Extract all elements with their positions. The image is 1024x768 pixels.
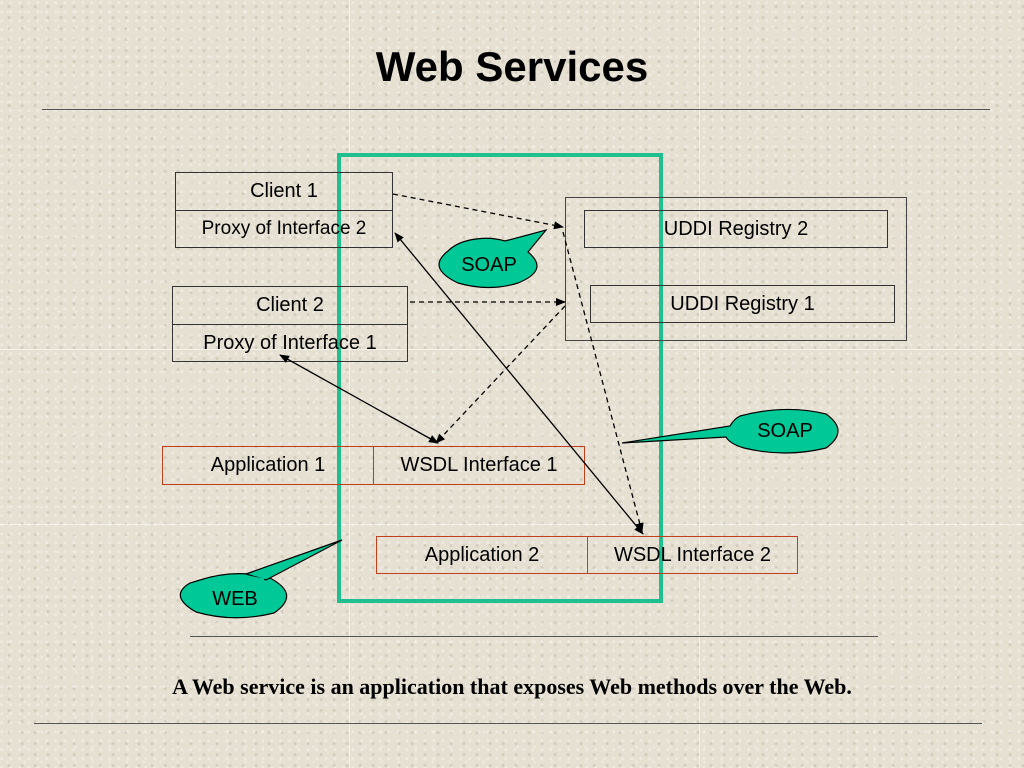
- client-2-proxy-label: Proxy of Interface 1: [203, 331, 377, 354]
- uddi-registry-2-label: UDDI Registry 2: [663, 217, 809, 240]
- client-1-proxy-label: Proxy of Interface 2: [201, 218, 367, 239]
- uddi-registry-2-box: UDDI Registry 2: [584, 210, 888, 248]
- soap-right-label: SOAP: [757, 420, 813, 442]
- web-label: WEB: [212, 588, 258, 610]
- client-2-label: Client 2: [256, 294, 324, 316]
- texture-seam: [699, 0, 700, 768]
- caption-divider-bottom: [34, 723, 982, 724]
- soap-callout-top: [438, 228, 548, 289]
- registry-to-wsdl-2-arrow: [562, 231, 644, 533]
- uddi-registry-1-label: UDDI Registry 1: [670, 292, 815, 315]
- wsdl-interface-2-label: WSDL Interface 2: [613, 543, 772, 566]
- application-2-label: Application 2: [424, 543, 540, 566]
- wsdl-interface-2-box: WSDL Interface 2: [587, 536, 798, 574]
- client-1-label: Client 1: [250, 180, 318, 202]
- caption-divider-top: [190, 636, 878, 637]
- title-divider: [42, 109, 990, 110]
- client-1-to-registry-arrow: [392, 193, 564, 230]
- proxy-2-to-wsdl-2-arrow: [394, 232, 644, 535]
- web-callout-tail: [244, 539, 343, 581]
- soap-callout-right: [621, 408, 839, 454]
- client-1-proxy-box: Proxy of Interface 2: [175, 210, 393, 248]
- proxy-1-to-wsdl-1-arrow: [279, 354, 439, 444]
- web-callout-join: [247, 575, 265, 582]
- registry-to-wsdl-1-arrow: [435, 305, 566, 444]
- soap-top-label: SOAP: [461, 254, 517, 276]
- slide-caption: A Web service is an application that exp…: [172, 674, 852, 699]
- slide-title: Web Services: [375, 43, 649, 90]
- application-1-label: Application 1: [210, 454, 326, 476]
